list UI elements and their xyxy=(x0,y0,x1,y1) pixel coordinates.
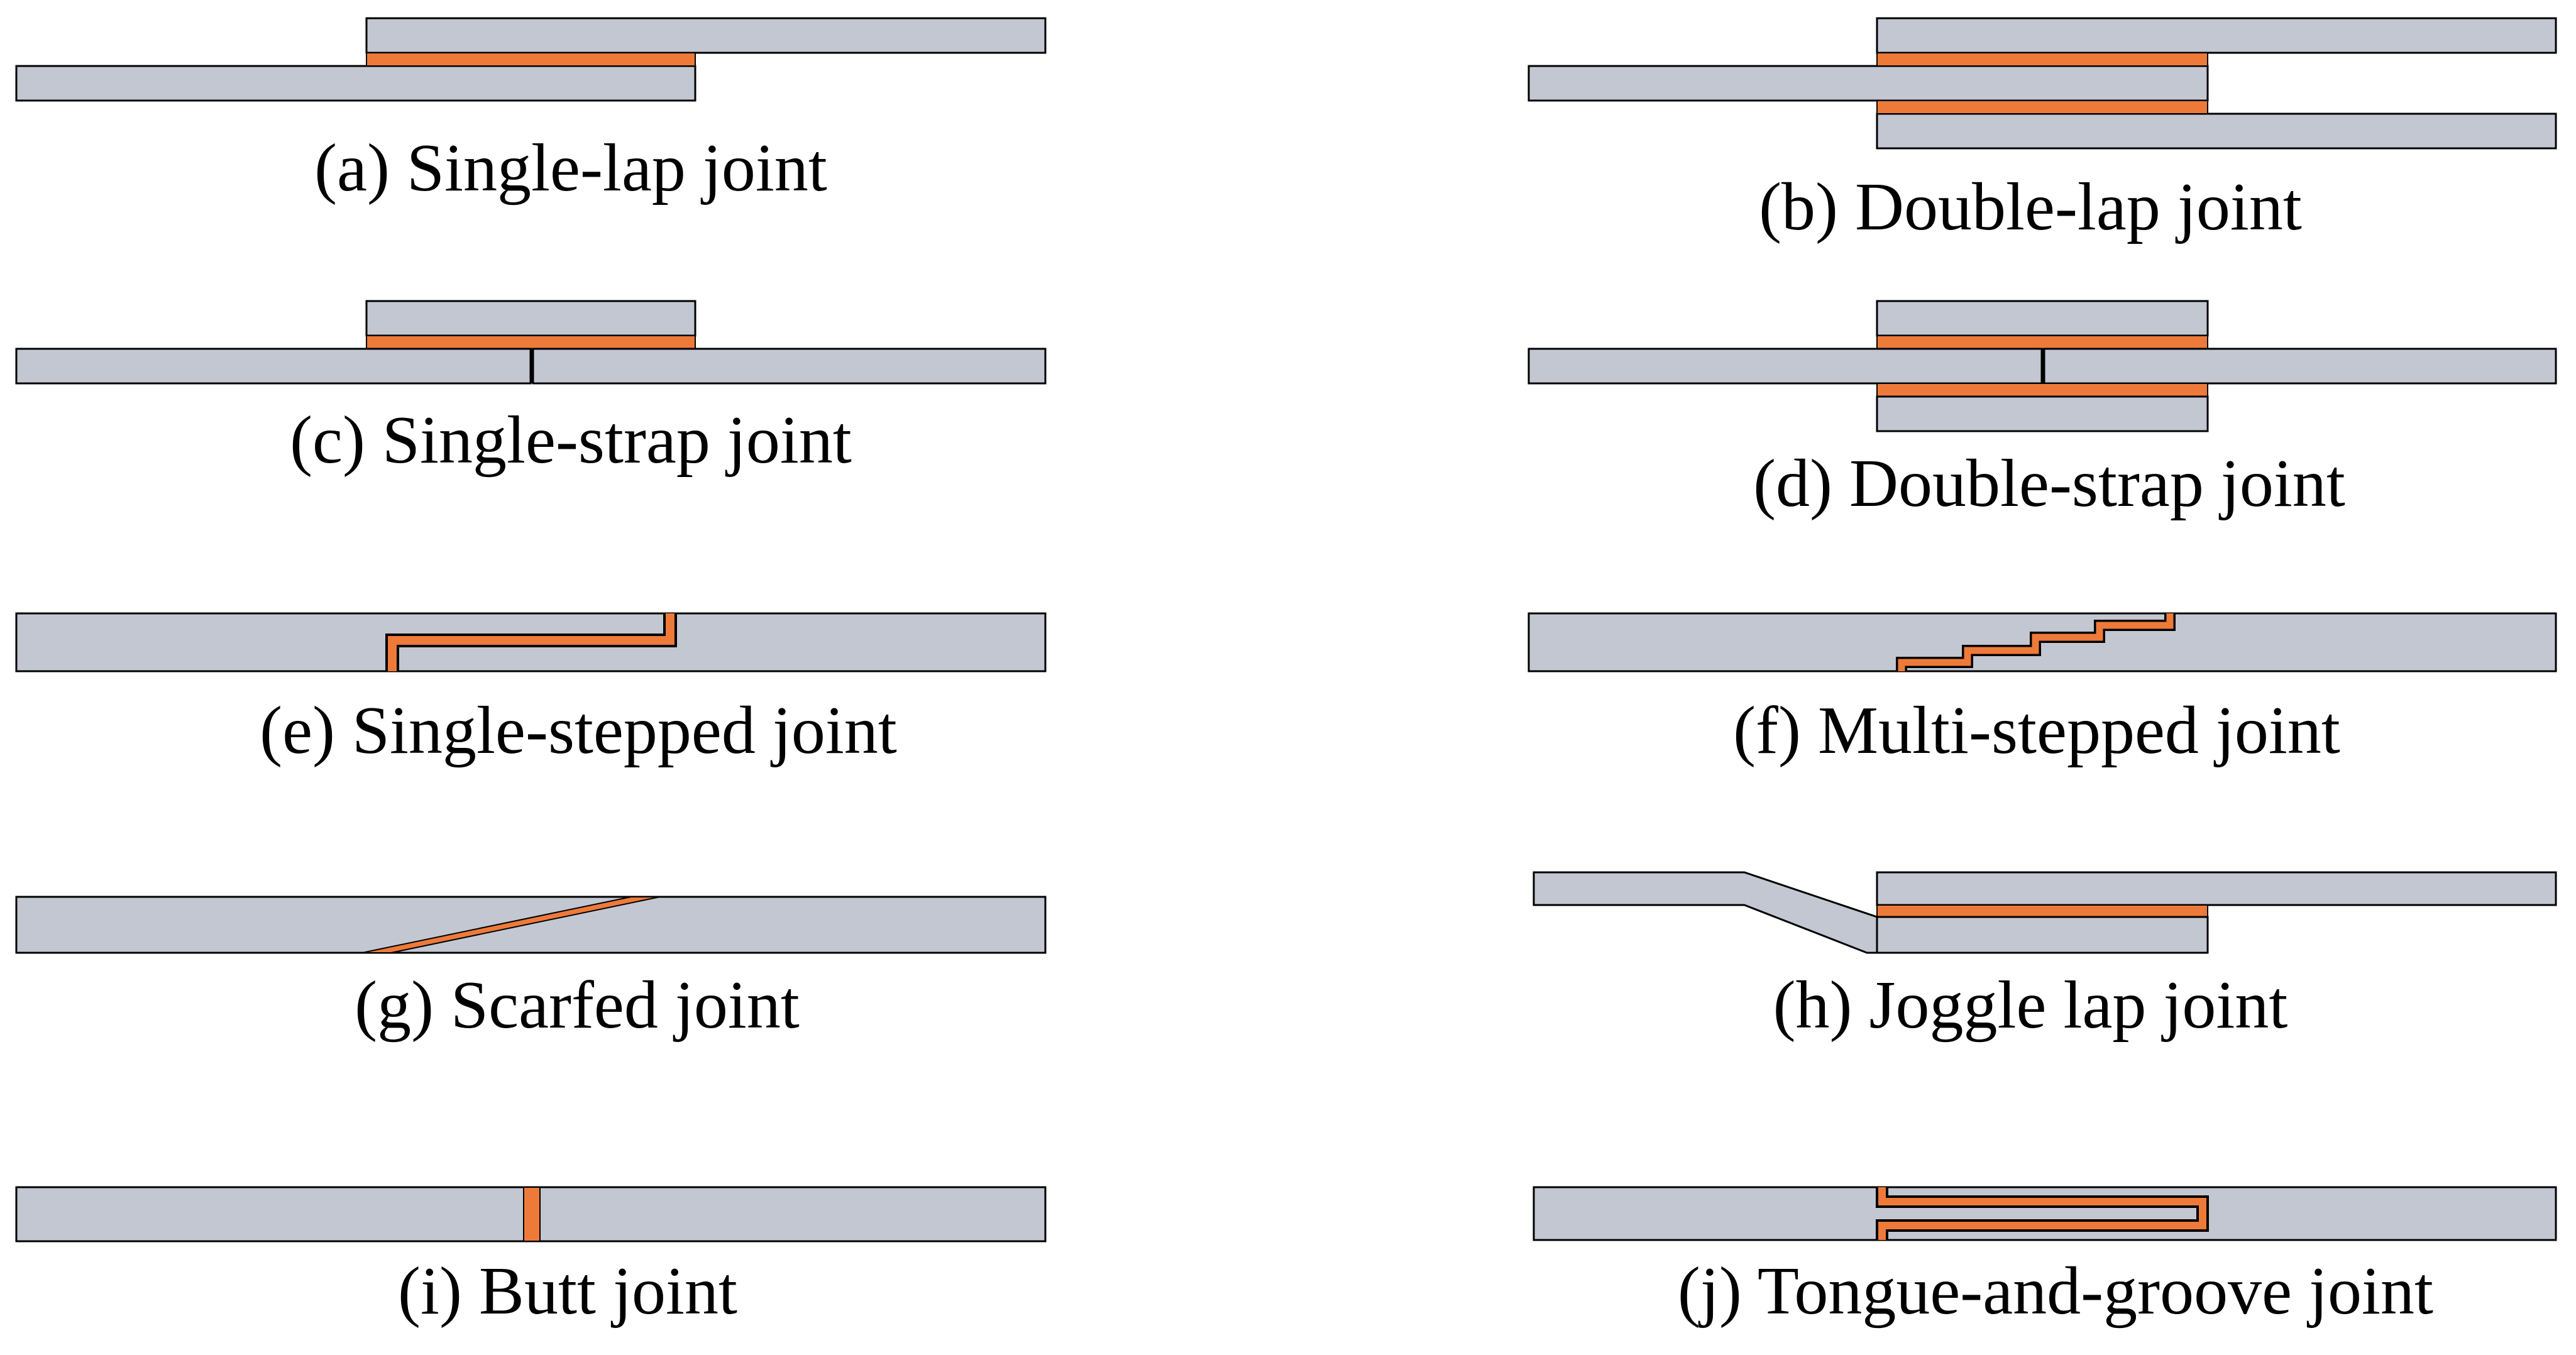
adherend xyxy=(1533,1186,2557,1241)
left-adherend xyxy=(1527,348,2043,385)
butt-adhesive-layer xyxy=(523,1187,541,1242)
caption-b: (b) Double-lap joint xyxy=(1759,170,2302,244)
lower-strap xyxy=(1876,395,2209,432)
caption-i: (i) Butt joint xyxy=(398,1254,737,1329)
right-adherend xyxy=(532,348,1047,385)
adhesive-layer-top xyxy=(1876,335,2208,349)
tongue-groove-adhesive-fill xyxy=(1878,1187,2206,1240)
upper-adherend xyxy=(1876,871,2557,906)
butt-joint-diagram: (i) Butt joint xyxy=(15,1186,1047,1329)
adhesive-layer xyxy=(366,52,696,67)
upper-adherend xyxy=(1876,17,2557,54)
caption-j: (j) Tongue-and-groove joint xyxy=(1678,1254,2433,1329)
double-lap-joint-diagram: (b) Double-lap joint xyxy=(1527,17,2557,244)
left-adherend xyxy=(15,348,532,385)
caption-f: (f) Multi-stepped joint xyxy=(1733,693,2340,768)
tongue-and-groove-joint-diagram: (j) Tongue-and-groove joint xyxy=(1533,1186,2557,1329)
stepped-adhesive-fill xyxy=(388,613,674,671)
adhesive-layer-bottom xyxy=(1876,383,2208,397)
butt-gap xyxy=(2041,349,2045,383)
multi-stepped-adhesive-fill xyxy=(1898,613,2174,671)
caption-h: (h) Joggle lap joint xyxy=(1773,968,2288,1043)
adhesive-layer-bottom xyxy=(1876,100,2208,114)
single-stepped-joint-diagram: (e) Single-stepped joint xyxy=(15,612,1047,768)
upper-strap xyxy=(1876,300,2209,337)
lower-adherend xyxy=(15,65,696,102)
strap xyxy=(365,300,696,337)
multi-stepped-joint-diagram: (f) Multi-stepped joint xyxy=(1527,612,2557,768)
adhesive-layer xyxy=(366,335,696,349)
adhesive-layer-top xyxy=(1876,52,2208,67)
butt-gap xyxy=(530,349,534,383)
upper-adherend xyxy=(365,17,1047,54)
scarfed-joint-diagram: (g) Scarfed joint xyxy=(15,896,1047,1043)
middle-adherend xyxy=(1527,65,2209,102)
caption-c: (c) Single-strap joint xyxy=(290,403,852,478)
single-lap-joint-diagram: (a) Single-lap joint xyxy=(15,17,1047,206)
caption-g: (g) Scarfed joint xyxy=(355,968,800,1043)
scarf-adhesive-layer xyxy=(361,896,661,953)
caption-d: (d) Double-strap joint xyxy=(1753,446,2345,521)
joggle-lap-joint-diagram: (h) Joggle lap joint xyxy=(1533,871,2557,1043)
joggled-adherend xyxy=(1533,871,1878,954)
lower-adherend xyxy=(1876,916,2209,954)
double-strap-joint-diagram: (d) Double-strap joint xyxy=(1527,300,2557,521)
single-strap-joint-diagram: (c) Single-strap joint xyxy=(15,300,1047,478)
caption-a: (a) Single-lap joint xyxy=(314,131,827,206)
caption-e: (e) Single-stepped joint xyxy=(260,693,897,768)
adherend xyxy=(15,896,1047,954)
lower-adherend xyxy=(1876,112,2557,150)
adhesive-layer xyxy=(1876,904,2208,918)
right-adherend xyxy=(2043,348,2557,385)
